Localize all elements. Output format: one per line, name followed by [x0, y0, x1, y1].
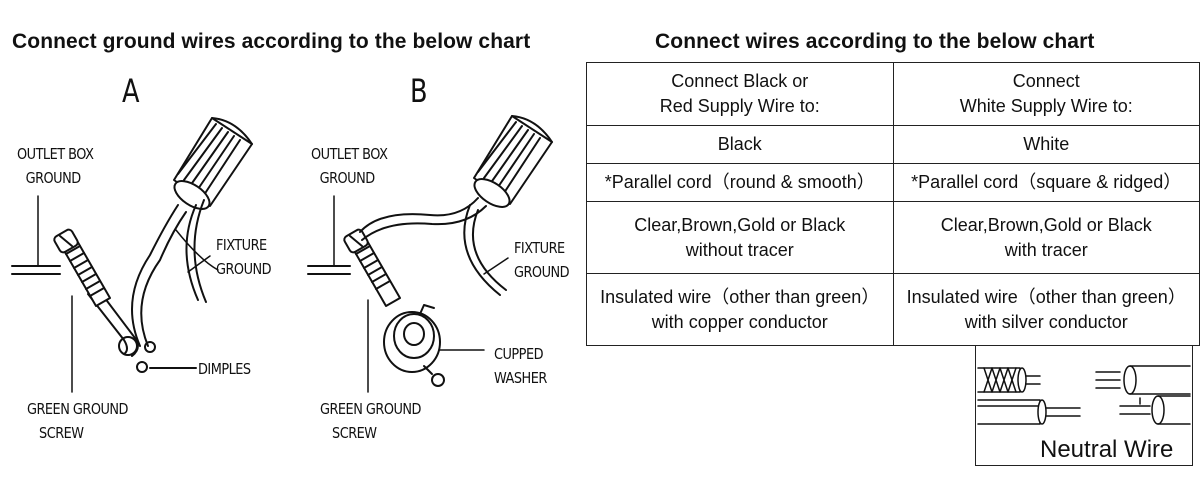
table-cell: *Parallel cord（round & smooth）: [586, 163, 894, 202]
table-cell: Clear,Brown,Gold or Black with tracer: [892, 201, 1200, 274]
table-cell: Insulated wire（other than green） with co…: [586, 273, 894, 346]
diagram-a-fixture-ground-label: FIXTURE GROUND: [216, 236, 272, 278]
wire-connection-table: Connect Black or Red Supply Wire to: Con…: [586, 62, 1200, 346]
header-cell-white: Connect White Supply Wire to:: [892, 62, 1200, 126]
ground-chart-heading: Connect ground wires according to the be…: [12, 30, 531, 53]
header-cell-black-red: Connect Black or Red Supply Wire to:: [586, 62, 894, 126]
table-cell: Clear,Brown,Gold or Black without tracer: [586, 201, 894, 274]
diagram-b-screw: [343, 228, 401, 307]
table-row: Clear,Brown,Gold or Black without tracer…: [586, 201, 1200, 274]
diagram-a-drawing: [11, 117, 253, 393]
neutral-wire-label: Neutral Wire: [1040, 436, 1174, 463]
table-cell: Insulated wire（other than green） with si…: [892, 273, 1200, 346]
diagram-b-screw-label: GREEN GROUND SCREW: [320, 400, 421, 442]
diagram-b-wire-nut: [473, 115, 553, 208]
table-cell: White: [892, 125, 1200, 164]
diagram-a-screw: [53, 228, 111, 307]
wire-chart-heading: Connect wires according to the below cha…: [655, 30, 1095, 53]
diagram-a-dimples-label: DIMPLES: [198, 360, 251, 378]
table-row: Black White: [586, 125, 1200, 164]
diagram-b-outlet-box-label: OUTLET BOX GROUND: [311, 145, 388, 187]
neutral-wire-drawing: [977, 365, 1191, 425]
table-row: Insulated wire（other than green） with co…: [586, 273, 1200, 346]
table-cell: Black: [586, 125, 894, 164]
diagram-b-fixture-ground-label: FIXTURE GROUND: [514, 239, 570, 281]
diagram-b-letter: B: [410, 72, 428, 110]
neutral-wire-box: [975, 345, 1193, 466]
diagram-a-wire-nut: [173, 117, 253, 210]
diagram-a-screw-label: GREEN GROUND SCREW: [27, 400, 128, 442]
diagram-b-cupped-washer: [383, 304, 445, 387]
diagram-a-outlet-box-label: OUTLET BOX GROUND: [17, 145, 94, 187]
table-header-row: Connect Black or Red Supply Wire to: Con…: [586, 62, 1200, 126]
diagram-b-cupped-washer-label: CUPPED WASHER: [494, 345, 547, 387]
diagram-b-drawing: [307, 115, 553, 393]
diagram-a-letter: A: [122, 72, 140, 110]
table-row: *Parallel cord（round & smooth） *Parallel…: [586, 163, 1200, 202]
table-cell: *Parallel cord（square & ridged）: [892, 163, 1200, 202]
